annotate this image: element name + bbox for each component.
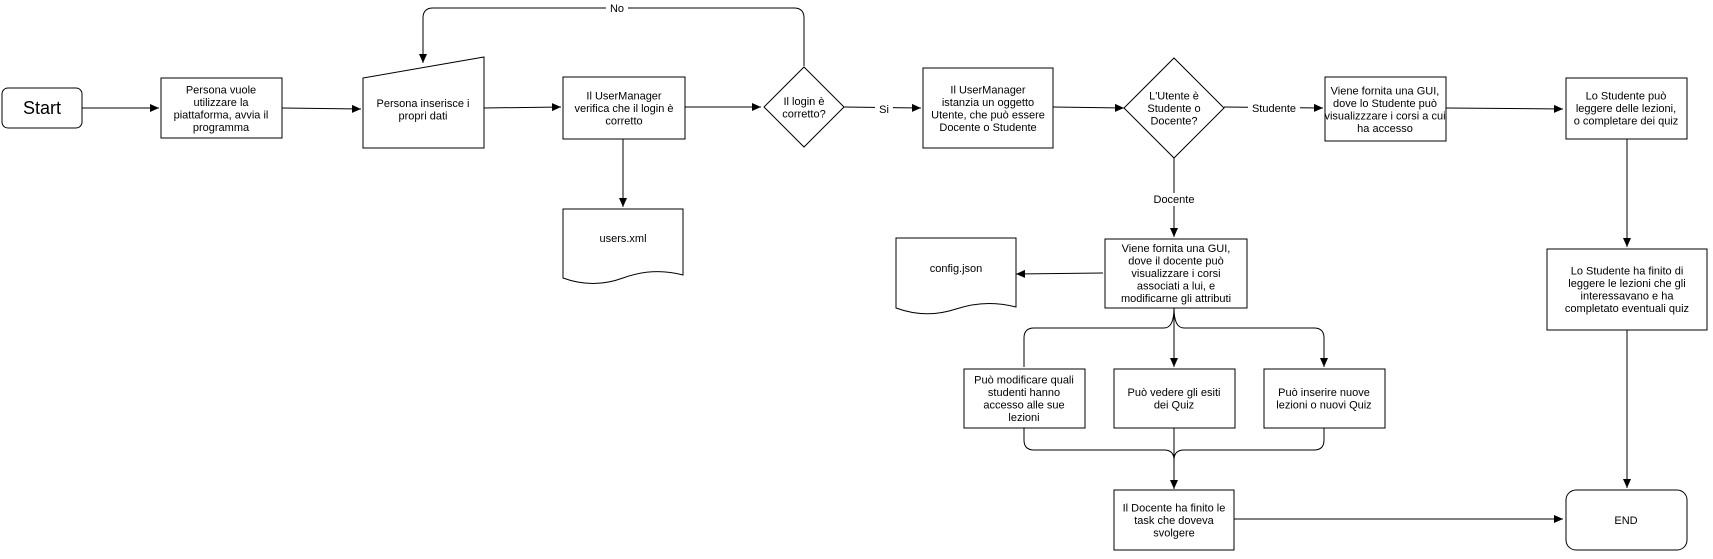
edge-label-studente: Studente (1252, 103, 1296, 115)
edge-avvia-to-inserisce (281, 104, 362, 113)
node-text-line: lezioni o nuovi Quiz (1276, 399, 1371, 411)
node-text-line: completato eventuali quiz (1565, 303, 1689, 315)
edge-options-merge (1023, 428, 1325, 461)
start-node: Start (1, 87, 83, 129)
edge-label-docente: Docente (1154, 194, 1195, 206)
node-text-line: Viene fornita una GUI, (1331, 85, 1440, 97)
edge-label-si: Si (879, 104, 889, 116)
node-text: Viene fornita una GUI,dove il docente pu… (1121, 243, 1231, 305)
node-text-line: modificarne gli attributi (1121, 293, 1231, 305)
node-text-line: Persona vuole (186, 84, 256, 96)
node-text-line: dove lo Studente può (1333, 98, 1437, 110)
node-text-line: END (1614, 515, 1637, 527)
node-text-line: propri dati (399, 110, 448, 122)
node-text: Viene fornita una GUI,dove lo Studente p… (1324, 85, 1445, 135)
node-text-line: lezioni (1008, 412, 1039, 424)
node-text-line: Utente, che può essere (931, 109, 1045, 121)
edge-label-no: No (610, 3, 624, 15)
document-users-xml: users.xml (562, 208, 684, 284)
node-text-line: L'Utente è (1149, 91, 1199, 103)
node-text-line: programma (193, 122, 250, 134)
node-text-line: leggere delle lezioni, (1576, 103, 1676, 115)
node-text-line: corretto (605, 116, 642, 128)
node-text-line: users.xml (599, 233, 646, 245)
node-text-line: Può vedere gli esiti (1128, 387, 1221, 399)
edge-guistudente-to-legge (1445, 104, 1564, 113)
node-text-line: visualizzare i corsi (1131, 268, 1220, 280)
edge-labels: No Si Studente Docente (606, 2, 1300, 206)
edge-guidocente-brace (1023, 307, 1324, 367)
node-text-line: Può inserire nuove (1278, 387, 1370, 399)
node-text-line: ha accesso (1357, 123, 1413, 135)
node-text-line: Lo Studente può (1586, 91, 1667, 103)
node-text-line: Il Docente ha finito le (1123, 503, 1226, 515)
node-text-line: dei Quiz (1154, 399, 1194, 411)
node-text-line: Il UserManager (586, 91, 662, 103)
process-gui-studente: Viene fornita una GUI,dove lo Studente p… (1324, 76, 1447, 142)
node-text-line: utilizzare la (193, 97, 249, 109)
node-text-line: studenti hanno (988, 387, 1060, 399)
node-text-line: Viene fornita una GUI, (1122, 243, 1231, 255)
node-text: config.json (930, 263, 983, 275)
node-text-line: o completare dei quiz (1574, 116, 1679, 128)
node-text-line: istanzia un oggetto (942, 97, 1034, 109)
node-text-line: visualizzzare i corsi a cui (1324, 110, 1445, 122)
edge-inserisce-to-verifica (483, 103, 562, 112)
document-config-json: config.json (895, 237, 1017, 315)
node-text-line: Docente o Studente (939, 122, 1036, 134)
node-text-line: leggere le lezioni che gli (1568, 278, 1685, 290)
node-text-line: Persona inserisce i (377, 98, 470, 110)
node-text-line: associati a lui, e (1137, 281, 1215, 293)
node-text-line: accesso alle sue (983, 399, 1064, 411)
node-text-line: interessavano e ha (1581, 290, 1675, 302)
node-text-line: svolgere (1153, 528, 1195, 540)
node-text-line: Il login è (784, 96, 825, 108)
edge-guidocente-to-config (1015, 269, 1104, 278)
start-label: Start (23, 98, 61, 118)
node-text-line: Può modificare quali (974, 374, 1074, 386)
node-text-line: verifica che il login è (574, 103, 673, 115)
node-text-line: corretto? (782, 108, 825, 120)
node-text-line: dove il docente può (1128, 256, 1223, 268)
terminal-end: END (1565, 489, 1688, 551)
end-label: END (1614, 515, 1637, 527)
node-text-line: config.json (930, 263, 983, 275)
node-text-line: piattaforma, avvia il (174, 109, 269, 121)
node-text-line: Lo Studente ha finito di (1571, 265, 1684, 277)
edge-istanzia-to-decision (1052, 103, 1125, 112)
node-text-line: task che doveva (1134, 515, 1214, 527)
node-text-line: Docente? (1150, 116, 1197, 128)
node-text-line: Studente o (1147, 103, 1200, 115)
node-text-line: Il UserManager (950, 84, 1026, 96)
process-gui-docente: Viene fornita una GUI,dove il docente pu… (1104, 238, 1248, 309)
node-text: users.xml (599, 233, 646, 245)
